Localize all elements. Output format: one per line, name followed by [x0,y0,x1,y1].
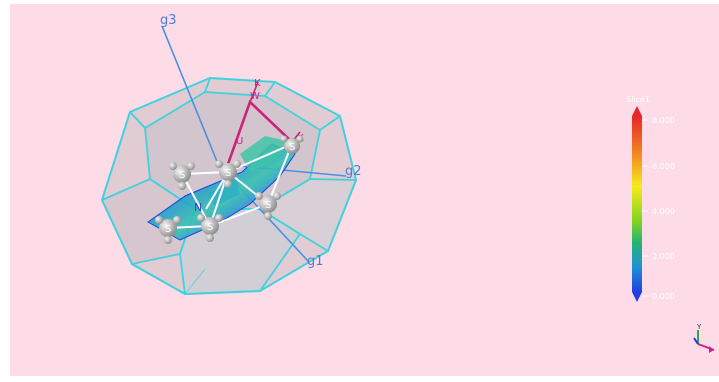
colorbar-tick-6: 6.000 [652,162,675,171]
svg-text:S: S [179,170,185,181]
triad-z-axis [693,337,699,345]
colorbar: Slice1 8.000 6.000 4.000 2.000 0.000 [626,95,675,302]
svg-text:S: S [225,168,231,179]
orientation-triad[interactable]: Y [693,323,715,353]
3d-viewport[interactable]: g3 g2 g1 K W X U S [10,4,719,376]
colorbar-tick-2: 2.000 [652,252,675,261]
atom-label-n: N [194,201,202,214]
svg-text:S: S [265,200,271,211]
colorbar-tick-8: 8.000 [652,116,675,125]
axis-g3-line [161,25,219,165]
kpoint-label-k: K [254,78,261,89]
svg-text:S: S [207,222,213,233]
colorbar-ticks: 8.000 6.000 4.000 2.000 0.000 [642,116,675,301]
colorbar-gradient [632,116,642,292]
atom-s6: S [197,214,223,242]
atom-s4: S [255,192,281,220]
kpoint-label-u: U [236,136,243,147]
svg-text:S: S [289,142,295,153]
colorbar-tick-0: 0.000 [652,292,675,301]
axis-g1-label: g1 [307,254,324,269]
crystal-scene[interactable]: g3 g2 g1 K W X U S [10,4,719,376]
axis-g2-label: g2 [345,164,362,179]
atom-s1: S [169,162,195,190]
colorbar-title: Slice1 [626,95,650,104]
atom-s3: S [280,135,304,154]
atoms: S S S S S [155,135,304,244]
kpoint-label-w: W [250,91,260,102]
atom-s5: S [155,216,181,244]
axis-g3-label: g3 [160,13,177,28]
atom-s2: S [215,160,241,188]
colorbar-tick-4: 4.000 [652,207,675,216]
svg-text:S: S [165,224,171,235]
triad-label-y: Y [696,323,702,331]
